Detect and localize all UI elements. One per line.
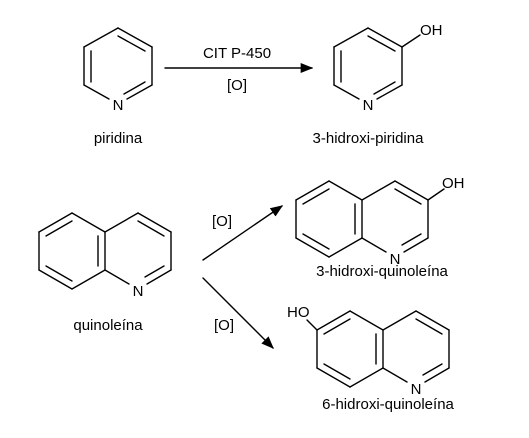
pyridine-structure: N — [83, 27, 153, 114]
reaction2-upper-condition: [O] — [212, 213, 232, 230]
hydroxyquinoline-3-structure: OH N — [295, 175, 465, 268]
reaction1-enzyme-condition: CIT P-450 — [203, 45, 271, 62]
quinoline-structure: N — [38, 212, 172, 300]
hydroxyquinoline-6-structure: HO N — [287, 304, 450, 398]
pyridine-label: piridina — [94, 130, 143, 147]
reaction2-upper-arrow — [202, 205, 284, 261]
hydroxyquinoline-6-label: 6-hidroxi-quinoleína — [322, 396, 454, 413]
quinoline-nitrogen: N — [133, 283, 144, 300]
hydroxyquinoline-3-oh: OH — [442, 175, 465, 192]
hydroxyquinoline-3-label: 3-hidroxi-quinoleína — [316, 263, 448, 280]
hydroxyquinoline-6-ho: HO — [287, 304, 310, 321]
hydroxypyridine-structure: OH N — [333, 22, 443, 114]
reaction2-lower-condition: [O] — [214, 317, 234, 334]
pyridine-nitrogen: N — [113, 97, 124, 114]
hydroxypyridine-nitrogen: N — [363, 97, 374, 114]
quinoline-label: quinoleína — [73, 317, 143, 334]
hydroxyquinoline-6-nitrogen: N — [411, 381, 422, 398]
reaction1-oxidation-condition: [O] — [227, 77, 247, 94]
hydroxyquinoline-3-nitrogen: N — [390, 251, 401, 268]
hydroxypyridine-label: 3-hidroxi-piridina — [313, 130, 425, 147]
reaction2-lower-arrow — [202, 277, 274, 349]
hydroxypyridine-oh: OH — [420, 22, 443, 39]
